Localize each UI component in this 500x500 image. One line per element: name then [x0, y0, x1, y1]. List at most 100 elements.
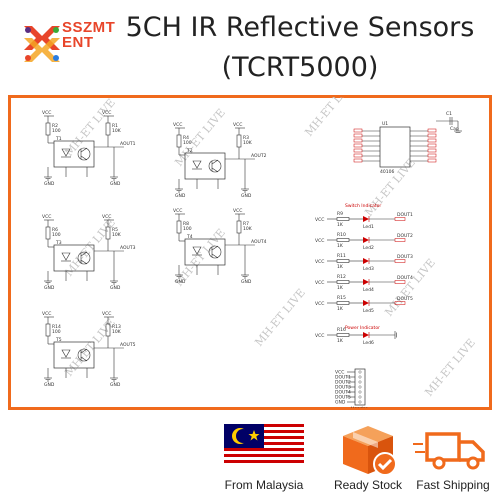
ic-name: U1: [382, 121, 388, 127]
gnd-label: GND: [110, 382, 121, 388]
led-label: Led6: [363, 340, 374, 346]
led-symbol: [363, 300, 369, 306]
resistor-label: R14: [52, 324, 61, 330]
wire: [211, 253, 219, 259]
vcc-label: VCC: [233, 208, 242, 214]
net-flag: [353, 153, 363, 158]
watermark-text: MH-ET LIVE: [252, 286, 308, 349]
resistor: [105, 122, 111, 136]
sensor-label: T2: [186, 148, 193, 154]
net-flag: [394, 217, 406, 221]
net-flag: [353, 138, 363, 143]
net-flag: [353, 148, 363, 153]
gnd-label: GND: [175, 279, 186, 285]
brand-logo-icon: [24, 26, 60, 62]
resistor: [236, 134, 242, 148]
header-pin: [358, 390, 362, 394]
resistor-label: R2: [52, 123, 58, 129]
aout-label: AOUT2: [251, 153, 267, 159]
badge-label: Fast Shipping: [416, 478, 490, 492]
gnd-label: GND: [175, 193, 186, 199]
ir-led-symbol: [61, 148, 71, 157]
net-flag: [353, 133, 363, 138]
watermark-text: MH-ET LIVE: [362, 156, 418, 219]
resistor-value: 10K: [112, 329, 122, 335]
resistor-value: 1K: [337, 285, 344, 291]
header-pin: [358, 375, 362, 379]
net-flag: [427, 143, 437, 148]
sensor-label: T5: [55, 337, 62, 343]
net-flag: [427, 153, 437, 158]
resistor-label: R9: [337, 211, 343, 217]
led-section-title: Switch Indicator: [345, 203, 381, 209]
vcc-label: VCC: [42, 214, 51, 220]
resistor: [336, 238, 350, 242]
badge-label: From Malaysia: [224, 478, 304, 492]
resistor-label: R3: [243, 135, 249, 141]
gnd-label: GND: [44, 181, 55, 187]
watermark-text: MH-ET LIVE: [62, 216, 118, 279]
led-label: Led5: [363, 308, 374, 314]
watermark-text: MH-ET LIVE: [382, 256, 438, 319]
header-pin: [358, 385, 362, 389]
sensor-label: T3: [55, 240, 62, 246]
wire: [211, 167, 219, 173]
resistor-label: R11: [337, 253, 346, 259]
resistor-value: 10K: [112, 232, 122, 238]
ir-led-symbol: [61, 252, 71, 261]
dout-label: DOUT3: [397, 254, 413, 260]
phototransistor-symbol: [77, 147, 91, 161]
resistor-value: 100: [183, 140, 192, 146]
dout-label: DOUT1: [397, 212, 413, 218]
resistor: [45, 323, 51, 337]
led-symbol: [363, 216, 369, 222]
resistor-value: 1K: [337, 243, 344, 249]
badge-ready-stock: Ready Stock: [318, 420, 418, 492]
net-flag: [394, 238, 406, 242]
led-label: Led4: [363, 287, 374, 293]
header-pin-label: GND: [335, 400, 346, 406]
gnd-label: GND: [44, 382, 55, 388]
vcc-label: VCC: [315, 333, 324, 339]
page-title: 5CH IR Reflective Sensors (TCRT5000): [125, 12, 475, 83]
vcc-label: VCC: [315, 238, 324, 244]
resistor-value: 100: [52, 128, 61, 134]
resistor-label: R13: [112, 324, 121, 330]
schematic-frame: [8, 95, 492, 410]
resistor-value: 1K: [337, 264, 344, 270]
wire: [80, 348, 88, 354]
sensor-body: [53, 341, 95, 369]
vcc-label: VCC: [42, 110, 51, 116]
header-pin: [358, 395, 362, 399]
wire: [80, 259, 88, 265]
badge-from-malaysia: From Malaysia: [214, 420, 314, 492]
watermark-text: MH-ET LIVE: [302, 97, 358, 139]
resistor-label: R16: [337, 327, 346, 333]
resistor: [176, 220, 182, 234]
vcc-label: VCC: [173, 208, 182, 214]
wire: [211, 159, 219, 165]
ir-led-symbol: [192, 160, 202, 169]
resistor-label: R15: [337, 295, 346, 301]
resistor-value: 10K: [243, 140, 253, 146]
net-flag: [427, 133, 437, 138]
cap-value: Cap: [450, 126, 459, 132]
wire: [80, 155, 88, 161]
header-connector: [354, 368, 366, 406]
header-pin: [358, 400, 362, 404]
vcc-label: VCC: [315, 259, 324, 265]
phototransistor-symbol: [77, 348, 91, 362]
phototransistor-symbol: [208, 159, 222, 173]
gnd-label: GND: [44, 285, 55, 291]
net-flag: [394, 259, 406, 263]
resistor: [336, 259, 350, 263]
vcc-label: VCC: [102, 110, 111, 116]
ir-led-symbol: [192, 246, 202, 255]
dout-label: DOUT5: [397, 296, 413, 302]
resistor-label: R7: [243, 221, 249, 227]
aout-label: AOUT3: [120, 245, 136, 251]
watermark-text: MH-ET LIVE: [422, 336, 478, 399]
header-pin-label: DOUT4: [335, 390, 351, 396]
header-label: Header: [351, 406, 368, 408]
sensor-label: T1: [55, 136, 62, 142]
